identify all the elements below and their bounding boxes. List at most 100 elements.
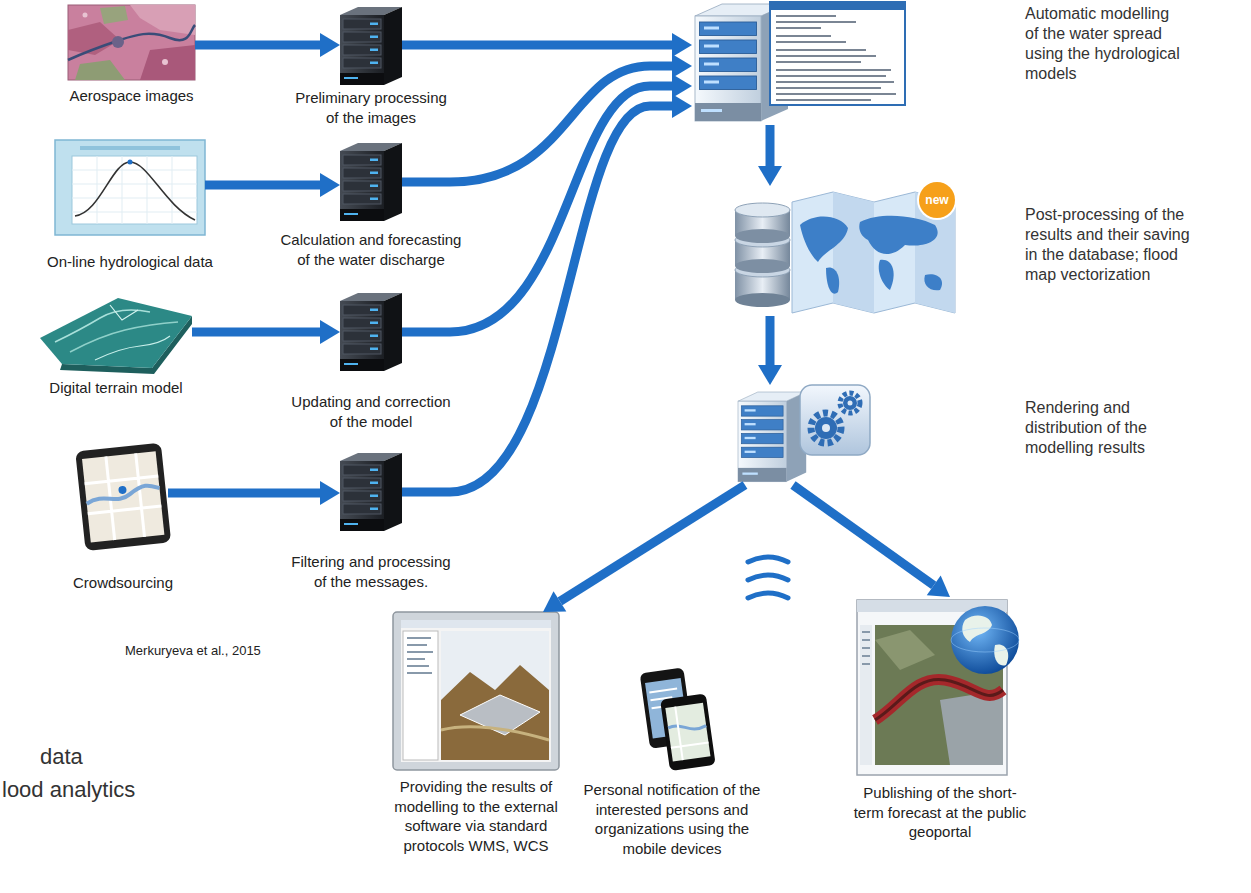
gis-monitor [403,631,438,760]
geoportal-screen [857,600,1007,775]
arrow-head [320,173,340,197]
gears-icon [848,401,853,406]
arrow-line [402,106,672,492]
arrow-head [320,320,340,344]
server-icon [738,392,806,482]
satellite-image [68,5,195,80]
terrain-model [95,336,170,360]
mobile-phones [640,667,716,771]
terrain-model [40,298,192,374]
console-window [770,2,905,105]
tablet-device [75,443,171,551]
output-phones: Personal notification of the interested … [632,668,712,774]
arrow-line [192,328,320,337]
node-caption: Providing the results of modelling to th… [391,777,561,855]
wireless-waves [748,575,788,580]
processing-server: Calculation and forecasting of the water… [340,142,402,222]
hydrograph-chart [72,156,197,224]
output-geoportal: Publishing of the short-term forecast at… [855,597,1025,779]
node-caption: Publishing of the short-term forecast at… [850,783,1030,842]
geoportal-screen [860,625,872,765]
database-icon [735,259,790,273]
arrow-line [195,41,320,50]
gis-monitor [401,620,551,762]
arrow-head [543,591,566,612]
tablet-device [85,484,160,503]
node-caption: Updating and correction of the model [288,392,454,431]
server-icon [340,7,402,85]
gears-icon [822,424,830,432]
geoportal-screen [940,690,1003,765]
new-badge: new [919,182,955,218]
console-window [770,2,905,10]
gis-monitor [441,727,549,740]
source-image: On-line hydrological data [55,140,205,235]
arrow-head [672,54,692,78]
database-icon [735,293,790,307]
tablet-device [75,443,171,551]
arrow-line [793,485,934,585]
node-caption: Post-processing of the results and their… [1025,205,1200,285]
flow-arrow [168,481,340,505]
node-caption: Rendering and distribution of the modell… [1025,398,1190,458]
gis-monitor [441,665,549,760]
arrow-head [758,166,782,186]
arrow-line [402,41,672,50]
world-map [800,217,848,262]
flow-arrow [192,320,340,344]
cropped-heading: lood analytics [2,777,135,803]
arrow-head [927,576,950,597]
satellite-image [68,25,195,60]
satellite-image [140,45,195,80]
world-map [826,267,839,293]
arrow-line [168,489,320,498]
output-monitor: Providing the results of modelling to th… [393,612,559,770]
globe-icon [994,644,1008,665]
gears-icon [800,385,870,455]
terrain-model [110,305,138,320]
flow-arrow [402,94,692,492]
mobile-phones [668,722,706,733]
hydrograph-chart [75,162,195,220]
mobile-phones [660,693,716,771]
wireless-waves [748,593,788,598]
geoportal-screen [862,632,870,664]
console-window [770,2,905,105]
database-icon [735,203,790,307]
world-map [833,192,874,313]
geoportal-screen [875,679,1003,720]
arrow-line [205,181,320,190]
flow-arrow [793,485,950,597]
mobile-phones [665,703,710,762]
flow-arrow [195,33,340,57]
geoportal-screen [875,630,935,670]
hydrograph-chart [128,160,133,165]
satellite-image [112,36,124,48]
arrow-head [672,94,692,118]
flow-arrow [543,485,745,612]
flow-arrow [402,74,692,332]
rendering-server: Rendering and distribution of the modell… [733,385,873,485]
hydrograph-chart [80,146,180,150]
node-caption: Filtering and processing of the messages… [286,552,456,591]
hydrograph-chart [72,156,197,224]
satellite-image [68,5,195,80]
node-caption: Digital terrain model [16,378,216,398]
gears-icon [843,396,857,410]
arrow-line [402,86,672,332]
arrow-line [766,316,775,365]
server-icon [340,293,402,371]
node-caption: Aerospace images [32,86,232,106]
satellite-image [162,59,168,65]
flow-arrow [758,125,782,186]
cropped-heading: data [40,744,83,770]
node-caption: On-line hydrological data [20,252,240,272]
arrow-line [766,125,775,166]
terrain-model [40,298,192,368]
arrow-head [320,33,340,57]
processing-server: Updating and correction of the model [340,292,402,372]
world-map [859,216,937,254]
globe-icon [951,606,1019,674]
database-icon [735,229,790,243]
flow-arrow [402,54,692,182]
